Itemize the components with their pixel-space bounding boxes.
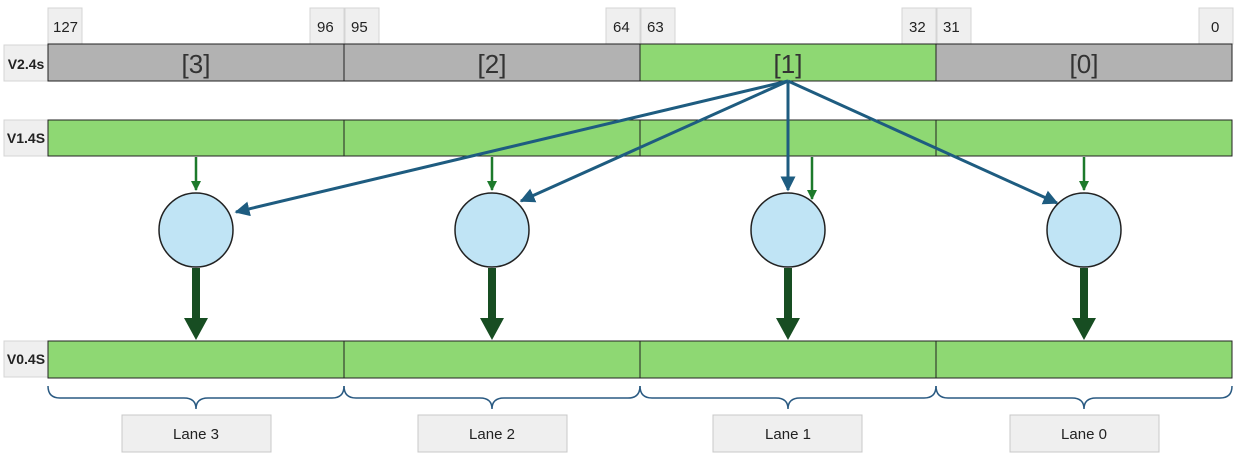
bit-label-box bbox=[605, 7, 641, 45]
register-v1: V1.4S bbox=[3, 119, 1233, 157]
v0-element-1 bbox=[639, 340, 937, 379]
register-v2-label: V2.4s bbox=[8, 56, 45, 72]
v0-element-0 bbox=[935, 340, 1233, 379]
broadcast-arrows bbox=[234, 79, 1059, 217]
lane-label-box bbox=[121, 414, 272, 453]
op-circle-lane2 bbox=[454, 192, 530, 268]
operation-circles bbox=[158, 192, 1122, 268]
broadcast-arrow-lane2 bbox=[519, 79, 789, 203]
bit-label-127: 127 bbox=[53, 19, 78, 36]
v2-element-3 bbox=[47, 43, 345, 82]
brace-lane2 bbox=[343, 385, 641, 410]
v2-element-1-highlighted bbox=[639, 43, 937, 82]
result-arrow-lane3 bbox=[184, 268, 208, 340]
bit-label-box bbox=[47, 7, 83, 45]
register-v0: V0.4S bbox=[3, 340, 1233, 379]
v2-element-0 bbox=[935, 43, 1233, 82]
brace-lane0 bbox=[935, 385, 1233, 410]
bit-label-0: 0 bbox=[1211, 19, 1219, 36]
bit-label-96: 96 bbox=[317, 19, 334, 36]
register-v1-label: V1.4S bbox=[7, 130, 45, 146]
lane-label-box bbox=[417, 414, 568, 453]
lane-label-box bbox=[1009, 414, 1160, 453]
lane-labels: Lane 3 Lane 2 Lane 1 Lane 0 bbox=[121, 414, 1160, 453]
v0-element-3 bbox=[47, 340, 345, 379]
lane-braces bbox=[47, 385, 1233, 410]
result-arrow-lane1 bbox=[776, 268, 800, 340]
result-arrows bbox=[184, 268, 1096, 340]
v0-element-2 bbox=[343, 340, 641, 379]
register-label-box bbox=[3, 44, 49, 82]
brace-lane3 bbox=[47, 385, 345, 410]
v2-element-1-label: [1] bbox=[774, 49, 803, 79]
op-circle-lane1 bbox=[750, 192, 826, 268]
register-v2: V2.4s [3] [2] [1] [0] bbox=[3, 43, 1233, 82]
v1-element-0 bbox=[935, 119, 1233, 157]
op-circle-lane0 bbox=[1046, 192, 1122, 268]
bit-label-box bbox=[309, 7, 345, 45]
lane-label-box bbox=[712, 414, 863, 453]
bit-label-64: 64 bbox=[613, 19, 630, 36]
v2-element-3-label: [3] bbox=[182, 49, 211, 79]
broadcast-arrow-lane3 bbox=[234, 79, 789, 217]
register-label-box bbox=[3, 119, 49, 157]
brace-lane1 bbox=[639, 385, 937, 410]
v1-element-3 bbox=[47, 119, 345, 157]
lane-2-label: Lane 2 bbox=[469, 426, 515, 443]
lane-3-label: Lane 3 bbox=[173, 426, 219, 443]
register-v0-label: V0.4S bbox=[7, 351, 45, 367]
bit-label-95: 95 bbox=[351, 19, 368, 36]
op-circle-lane3 bbox=[158, 192, 234, 268]
result-arrow-lane0 bbox=[1072, 268, 1096, 340]
lane-0-label: Lane 0 bbox=[1061, 426, 1107, 443]
bit-label-63: 63 bbox=[647, 19, 664, 36]
bit-labels: 127 96 95 64 63 32 31 0 bbox=[47, 7, 1234, 45]
bit-label-31: 31 bbox=[943, 19, 960, 36]
bit-label-32: 32 bbox=[909, 19, 926, 36]
bit-label-box bbox=[901, 7, 937, 45]
result-arrow-lane2 bbox=[480, 268, 504, 340]
broadcast-arrow-lane0 bbox=[787, 79, 1059, 205]
register-label-box bbox=[3, 340, 49, 378]
lane-1-label: Lane 1 bbox=[765, 426, 811, 443]
bit-label-box bbox=[1198, 7, 1234, 45]
v2-element-2-label: [2] bbox=[478, 49, 507, 79]
v1-to-op-arrows bbox=[191, 157, 1089, 200]
v2-element-0-label: [0] bbox=[1070, 49, 1099, 79]
